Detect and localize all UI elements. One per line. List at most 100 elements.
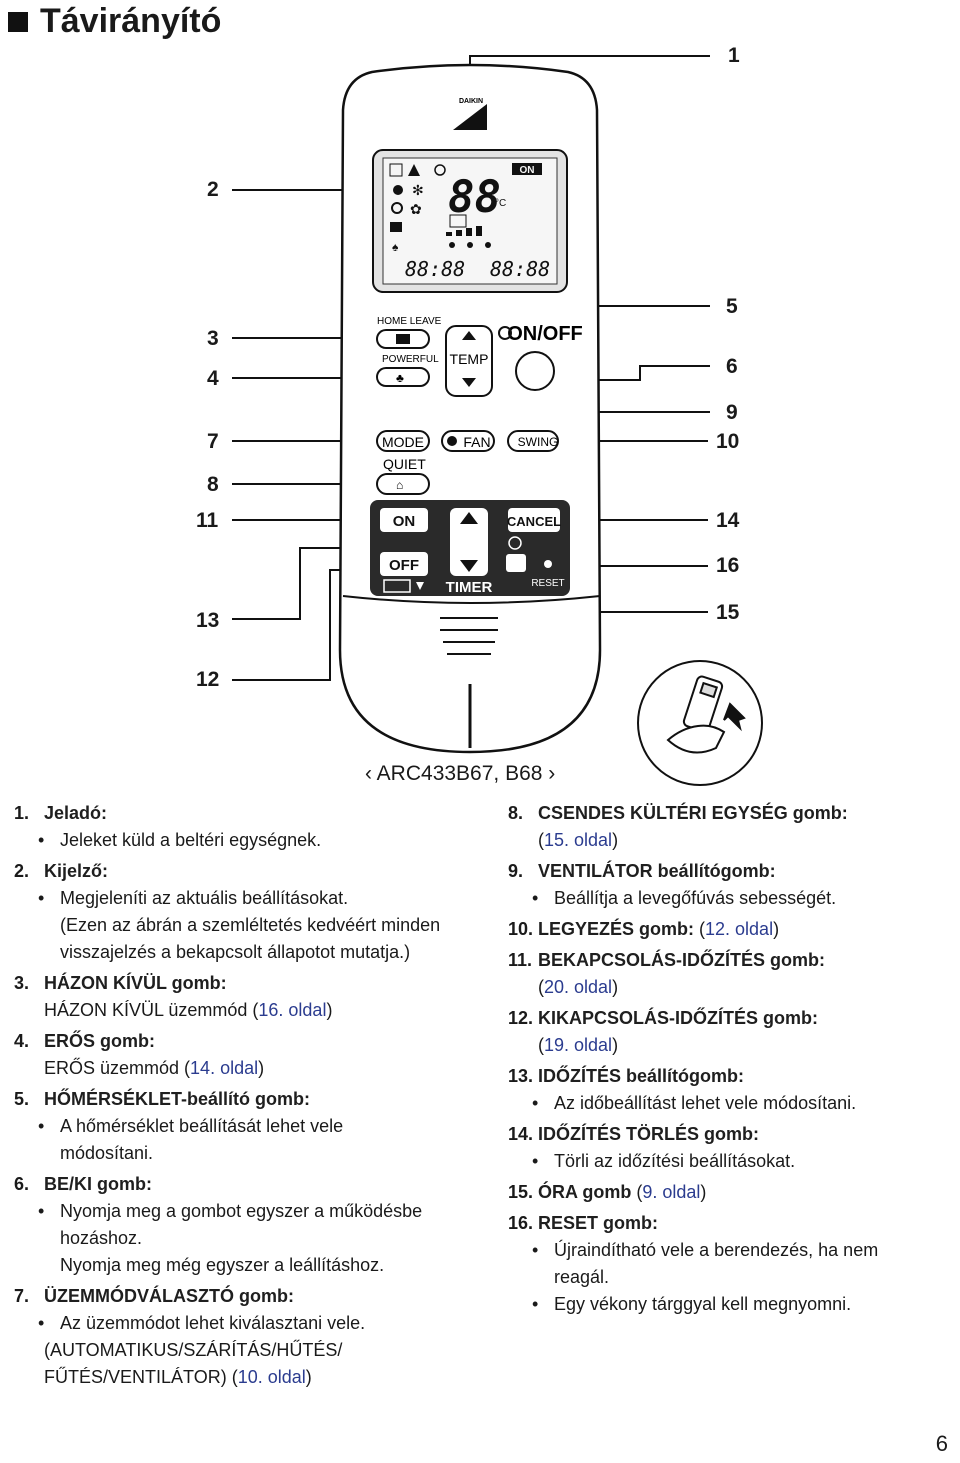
description-item-11: 11.BEKAPCSOLÁS-IDŐZÍTÉS gomb: (20. oldal… [508, 947, 948, 1001]
item-number: 16. [508, 1213, 534, 1233]
battery-arrow-icon [416, 582, 424, 590]
swing-label: SWING [518, 435, 559, 449]
hand-holding-remote-icon [666, 675, 746, 754]
timer-off-button[interactable] [380, 552, 428, 576]
page-number: 6 [935, 1431, 948, 1456]
timer-set-button[interactable] [450, 508, 488, 576]
timer-down-icon [460, 560, 478, 572]
description-item-9: 9.VENTILÁTOR beállítógomb: Beállítja a l… [508, 858, 948, 912]
left-description-column: 1.Jeladó: Jeleket küld a beltéri egységn… [14, 800, 464, 1391]
item-line: (20. oldal) [538, 977, 619, 997]
item-title: BEKAPCSOLÁS-IDŐZÍTÉS gomb: [538, 950, 825, 970]
lcd-timer-off-digits: 88:88 [490, 257, 550, 281]
item-number: 8. [508, 803, 524, 823]
page-reference-link[interactable]: 10. oldal [237, 1367, 306, 1387]
description-item-2: 2.Kijelző: Megjeleníti az aktuális beáll… [14, 858, 464, 966]
item-title: ÜZEMMÓDVÁLASZTÓ gomb: [44, 1286, 294, 1306]
callout-13: 13 [196, 609, 220, 632]
item-number: 7. [14, 1286, 30, 1306]
callout-4: 4 [207, 367, 219, 390]
item-title: IDŐZÍTÉS beállítógomb: [538, 1066, 744, 1086]
powerful-button[interactable] [376, 367, 430, 387]
item-title: HÁZON KÍVÜL gomb: [44, 973, 227, 993]
battery-icon [383, 579, 411, 593]
callout-1: 1 [728, 44, 740, 67]
item-line: (15. oldal) [538, 830, 619, 850]
timer-off-label: OFF [389, 557, 419, 574]
home-icon [396, 334, 410, 344]
item-line: módosítani. [60, 1143, 154, 1163]
timer-on-label: ON [393, 513, 416, 530]
callout-12: 12 [196, 668, 220, 691]
cancel-button[interactable] [508, 508, 560, 532]
callout-9: 9 [726, 401, 738, 424]
callout-14: 14 [716, 509, 740, 532]
reset-button[interactable] [544, 560, 552, 568]
item-title: IDŐZÍTÉS TÖRLÉS gomb: [538, 1124, 759, 1144]
item-number: 11. [508, 950, 533, 970]
item-number: 3. [14, 973, 30, 993]
callout-3: 3 [207, 327, 219, 350]
item-number: 12. [508, 1008, 534, 1028]
item-line: Újraindítható vele a berendezés, ha nem [508, 1237, 948, 1264]
item-line: Nyomja meg még egyszer a leállításhoz. [60, 1255, 385, 1275]
battery-cover-line [342, 595, 601, 604]
cancel-label: CANCEL [507, 514, 561, 529]
power-icon [498, 326, 512, 340]
item-line: visszajelzés a bekapcsolt állapotot muta… [60, 942, 411, 962]
lcd-celsius-unit: °C [495, 198, 506, 209]
item-line: hozáshoz. [60, 1228, 143, 1248]
item-line: (AUTOMATIKUS/SZÁRÍTÁS/HŰTÉS/ [44, 1340, 343, 1360]
timer-on-button[interactable] [380, 508, 428, 532]
item-number: 10. [508, 919, 534, 939]
item-number: 15. [508, 1182, 534, 1202]
on-off-button[interactable] [515, 351, 555, 391]
callout-6: 6 [726, 355, 738, 378]
swing-button[interactable] [507, 430, 559, 452]
page-reference-link[interactable]: 20. oldal [544, 977, 613, 997]
quiet-button[interactable] [376, 473, 430, 495]
model-label: ‹ ARC433B67, B68 › [365, 762, 556, 785]
page-reference-link[interactable]: 9. oldal [642, 1182, 701, 1202]
page-reference-link[interactable]: 15. oldal [544, 830, 613, 850]
item-number: 6. [14, 1174, 30, 1194]
callout-2: 2 [207, 178, 219, 201]
powerful-icon: ♣ [396, 371, 404, 385]
item-title: RESET gomb: [538, 1213, 658, 1233]
item-number: 2. [14, 861, 30, 881]
item-line: Jeleket küld a beltéri egységnek. [14, 827, 464, 854]
fan-button[interactable] [441, 430, 495, 452]
item-title: ÓRA gomb [538, 1182, 632, 1202]
item-line: (Ezen az ábrán a szemléltetés kedvéért m… [60, 915, 441, 935]
temp-up-icon [462, 331, 476, 340]
description-item-14: 14.IDŐZÍTÉS TÖRLÉS gomb: Törli az időzít… [508, 1121, 948, 1175]
svg-text:✿: ✿ [410, 201, 422, 217]
lcd-screen [382, 157, 558, 285]
callout-15: 15 [716, 601, 740, 624]
item-line: Nyomja meg a gombot egyszer a működésbe [14, 1198, 464, 1225]
item-line: Beállítja a levegőfúvás sebességét. [508, 885, 948, 912]
description-item-6: 6.BE/KI gomb: Nyomja meg a gombot egysze… [14, 1171, 464, 1279]
item-number: 4. [14, 1031, 30, 1051]
item-number: 5. [14, 1089, 30, 1109]
page-reference-link[interactable]: 16. oldal [258, 1000, 327, 1020]
item-title: Jeladó: [44, 803, 108, 823]
temp-label: TEMP [450, 351, 489, 367]
daikin-logo: DAIKIN [453, 98, 487, 130]
page-reference-link[interactable]: 12. oldal [705, 919, 774, 939]
mode-button[interactable] [376, 430, 430, 452]
heading-text: Távirányító [40, 2, 222, 40]
page-reference-link[interactable]: 19. oldal [544, 1035, 613, 1055]
model-number: ARC433B67, B68 [376, 762, 543, 785]
lcd-icons: ✻ ✿ ♠ [389, 163, 491, 254]
temp-button[interactable] [445, 325, 493, 397]
callout-10: 10 [716, 430, 740, 453]
item-title: Kijelző: [44, 861, 109, 881]
item-line: Törli az időzítési beállításokat. [508, 1148, 948, 1175]
item-number: 13. [508, 1066, 534, 1086]
item-line: FŰTÉS/VENTILÁTOR) (10. oldal) [44, 1367, 312, 1387]
item-line: HÁZON KÍVÜL üzemmód (16. oldal) [44, 1000, 333, 1020]
brand-label: DAIKIN [459, 98, 483, 105]
page-reference-link[interactable]: 14. oldal [190, 1058, 259, 1078]
clock-button[interactable] [506, 554, 526, 572]
